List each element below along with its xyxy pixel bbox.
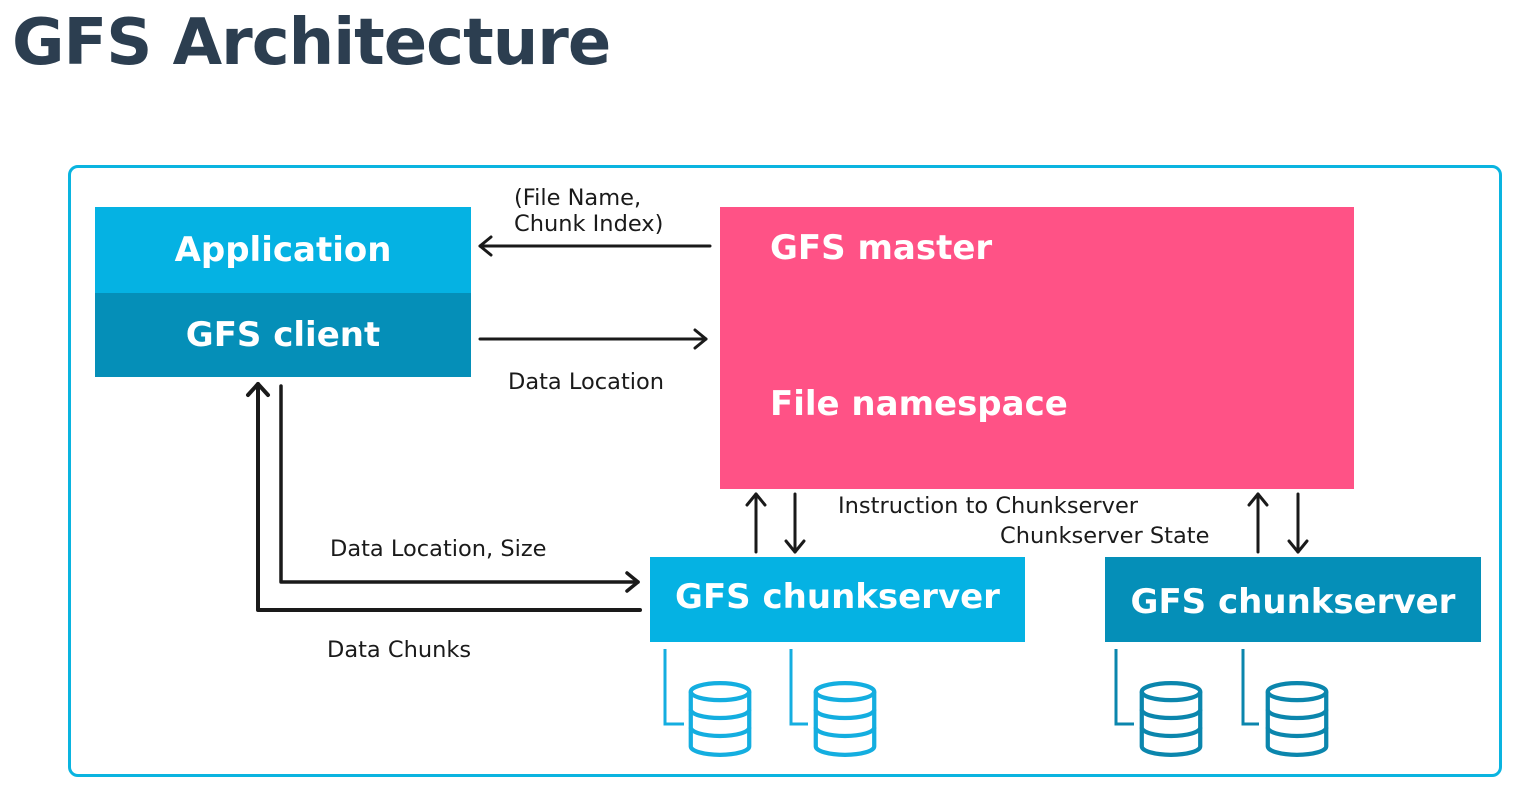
data-location-label: Data Location: [508, 369, 665, 395]
data-location-size-label: Data Location, Size: [330, 536, 547, 562]
data-chunks-label: Data Chunks: [327, 637, 472, 663]
application-box: Application: [95, 207, 471, 293]
chunkserver-box-2: GFS chunkserver: [1105, 557, 1481, 642]
chunk-index-label: Chunk Index): [514, 211, 664, 237]
instruction-label: Instruction to Chunkserver: [838, 493, 1139, 519]
chunkserver-state-label: Chunkserver State: [1000, 523, 1210, 549]
file-namespace-label: File namespace: [770, 384, 1068, 424]
file-name-label: (File Name,: [514, 185, 642, 211]
chunkserver-box-1: GFS chunkserver: [650, 557, 1025, 642]
gfs-master-box: [720, 207, 1354, 489]
page-title: GFS Architecture: [12, 6, 611, 80]
gfs-client-box: GFS client: [95, 293, 471, 377]
gfs-master-label: GFS master: [770, 228, 993, 268]
diagram-frame: [68, 165, 1502, 777]
